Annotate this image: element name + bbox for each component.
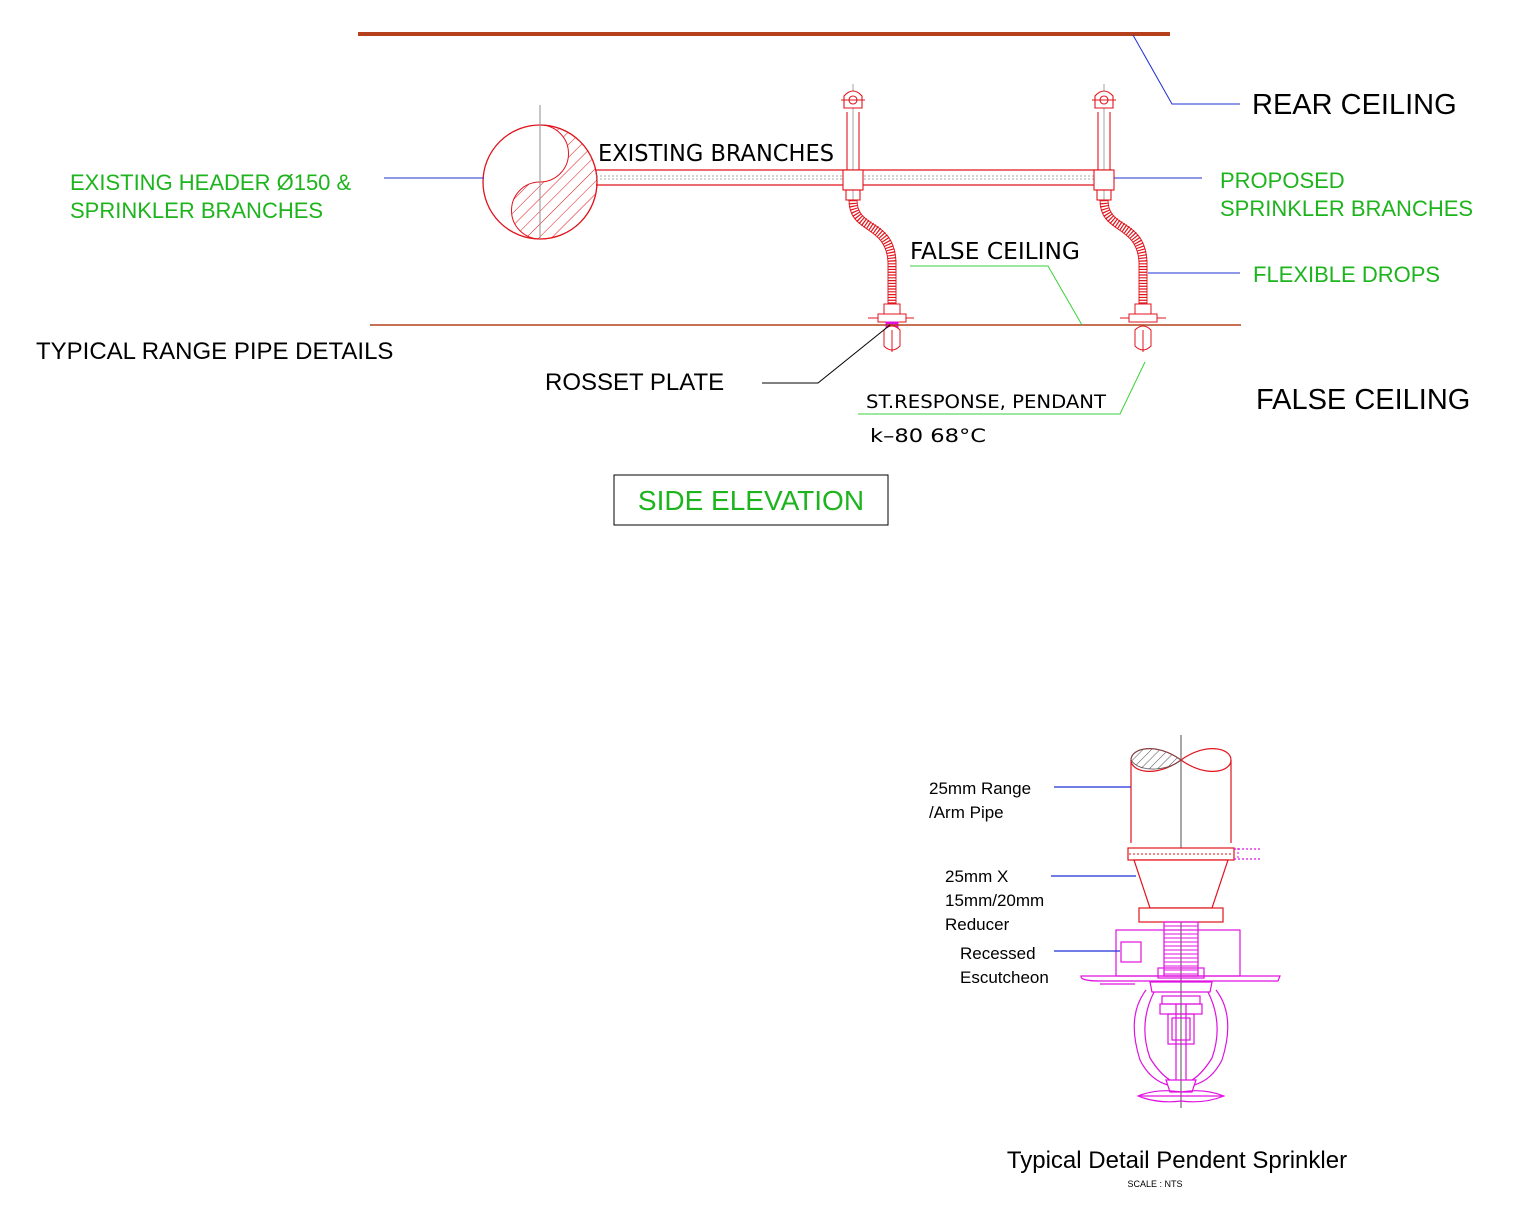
right-pendant-sprinkler — [1120, 303, 1166, 352]
false-ceiling-label: FALSE CEILING — [1256, 384, 1470, 416]
side-elevation-title: SIDE ELEVATION — [638, 485, 864, 516]
pendent-detail-title: Typical Detail Pendent Sprinkler — [1007, 1147, 1347, 1174]
st-response-leader — [858, 361, 1146, 415]
existing-header-pipe — [482, 105, 598, 240]
pendent-sprinkler-detail: 25mm Range /Arm Pipe 25mm X 15mm/20mm Re… — [929, 735, 1347, 1189]
coupling-band — [1127, 847, 1262, 861]
sprinkler-body — [1133, 921, 1229, 1103]
proposed-label-line1: PROPOSED — [1220, 168, 1345, 193]
reducer — [1133, 859, 1229, 923]
rosset-plate-leader — [762, 324, 891, 384]
existing-header-label-line1: EXISTING HEADER Ø150 & — [70, 170, 352, 195]
left-pendant-sprinkler — [868, 303, 914, 352]
false-ceiling-inline-label: FALSE CEILING — [910, 239, 1080, 265]
escutcheon-label-line2: Escutcheon — [960, 968, 1049, 987]
rear-ceiling-leader — [1132, 34, 1240, 105]
reducer-label-line3: Reducer — [945, 915, 1010, 934]
existing-header-label-line2: SPRINKLER BRANCHES — [70, 198, 323, 223]
reducer-label-line2: 15mm/20mm — [945, 891, 1044, 910]
side-elevation: REAR CEILING EXISTING HEADER Ø150 & SPRI… — [36, 32, 1473, 526]
left-riser — [841, 84, 865, 201]
k-rating-label: k–80 68°C — [870, 425, 986, 447]
right-flexible-drop — [1099, 199, 1148, 305]
existing-branches-label: EXISTING BRANCHES — [598, 141, 834, 167]
flexible-drops-label: FLEXIBLE DROPS — [1253, 262, 1440, 287]
rosset-plate-label: ROSSET PLATE — [545, 369, 724, 396]
false-ceiling-inline-leader — [910, 265, 1083, 326]
range-pipe-label-line2: /Arm Pipe — [929, 803, 1004, 822]
proposed-label-line2: SPRINKLER BRANCHES — [1220, 196, 1473, 221]
range-pipe — [1130, 748, 1232, 843]
right-riser — [1092, 84, 1116, 201]
reducer-label-line1: 25mm X — [945, 867, 1008, 886]
side-elevation-title-box — [613, 474, 889, 526]
left-flexible-drop — [848, 199, 897, 305]
escutcheon-label-line1: Recessed — [960, 944, 1036, 963]
st-response-label: ST.RESPONSE, PENDANT — [866, 391, 1107, 413]
pendent-detail-scale: SCALE : NTS — [1127, 1179, 1182, 1189]
rear-ceiling-label: REAR CEILING — [1252, 89, 1457, 121]
range-pipe-label-line1: 25mm Range — [929, 779, 1031, 798]
typical-range-label: TYPICAL RANGE PIPE DETAILS — [36, 338, 393, 365]
